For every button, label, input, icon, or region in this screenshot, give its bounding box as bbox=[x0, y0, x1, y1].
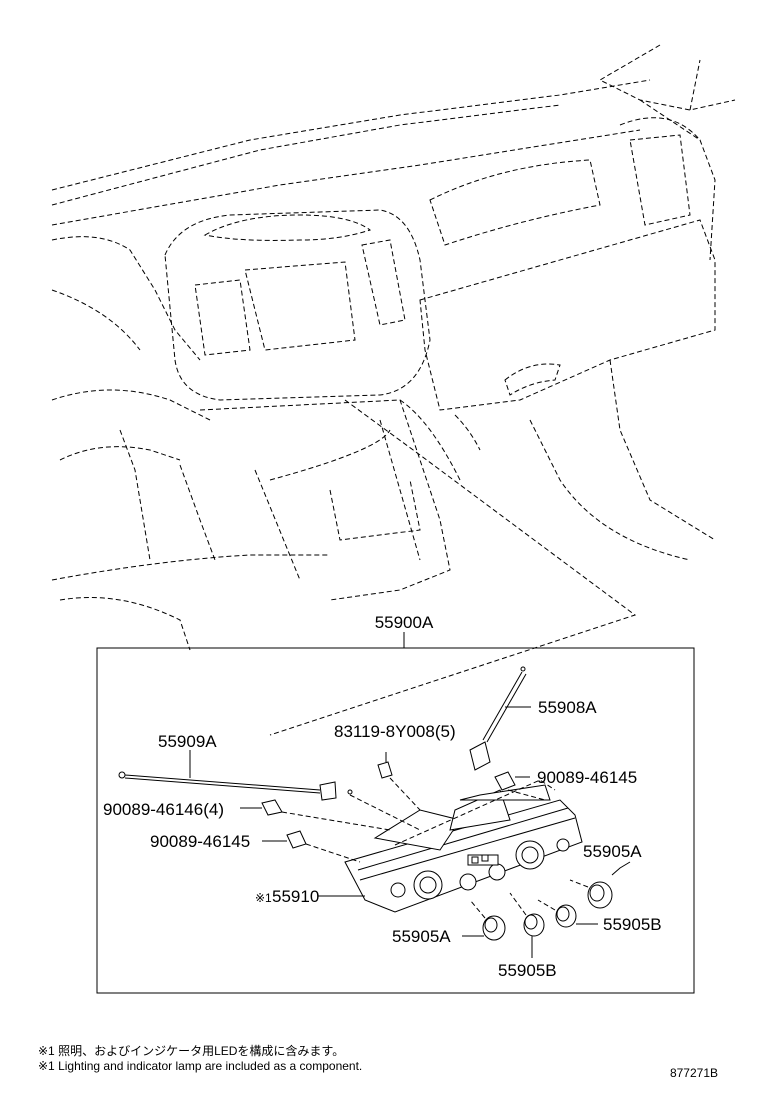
bulb-83119 bbox=[377, 752, 421, 811]
knob-55905b-right bbox=[537, 899, 598, 928]
heater-control-panel bbox=[344, 779, 583, 913]
part-label-90089-46145-right: 90089-46145 bbox=[537, 768, 637, 787]
part-label-90089-46145-left: 90089-46145 bbox=[150, 832, 250, 851]
knob-55905a-left bbox=[462, 899, 506, 941]
clip-90089-46145-right bbox=[494, 771, 546, 801]
cable-55909a bbox=[118, 750, 421, 831]
part-label-55900a: 55900A bbox=[375, 613, 434, 632]
dashboard-illustration bbox=[51, 44, 736, 736]
part-label-55908a: 55908A bbox=[538, 698, 597, 717]
mode-dial bbox=[515, 840, 545, 870]
knob-55905a-right bbox=[569, 861, 631, 909]
part-label-55905a-left: 55905A bbox=[392, 927, 451, 946]
knob-55905b-bottom bbox=[509, 892, 545, 958]
part-label-55910: 55910 bbox=[272, 887, 319, 906]
part-label-55905b-bottom: 55905B bbox=[498, 961, 557, 980]
temperature-dial bbox=[413, 870, 443, 900]
clip-90089-46145-left bbox=[262, 830, 361, 863]
diagram-id: 877271B bbox=[670, 1066, 718, 1080]
part-label-83119-8y008: 83119-8Y008(5) bbox=[334, 722, 456, 741]
footnote-english: ※1 Lighting and indicator lamp are inclu… bbox=[38, 1059, 362, 1073]
part-label-55909a: 55909A bbox=[158, 732, 217, 751]
panel-note-mark: ※1 bbox=[255, 891, 272, 905]
part-label-55905b-right: 55905B bbox=[603, 915, 662, 934]
cable-55908a bbox=[469, 666, 531, 771]
part-label-55905a-right: 55905A bbox=[583, 842, 642, 861]
clip-90089-46146 bbox=[240, 799, 391, 831]
footnote-japanese: ※1 照明、およびインジケータ用LEDを構成に含みます。 bbox=[38, 1043, 344, 1058]
assembly-frame bbox=[96, 647, 695, 994]
part-label-90089-46146: 90089-46146(4) bbox=[103, 800, 224, 819]
